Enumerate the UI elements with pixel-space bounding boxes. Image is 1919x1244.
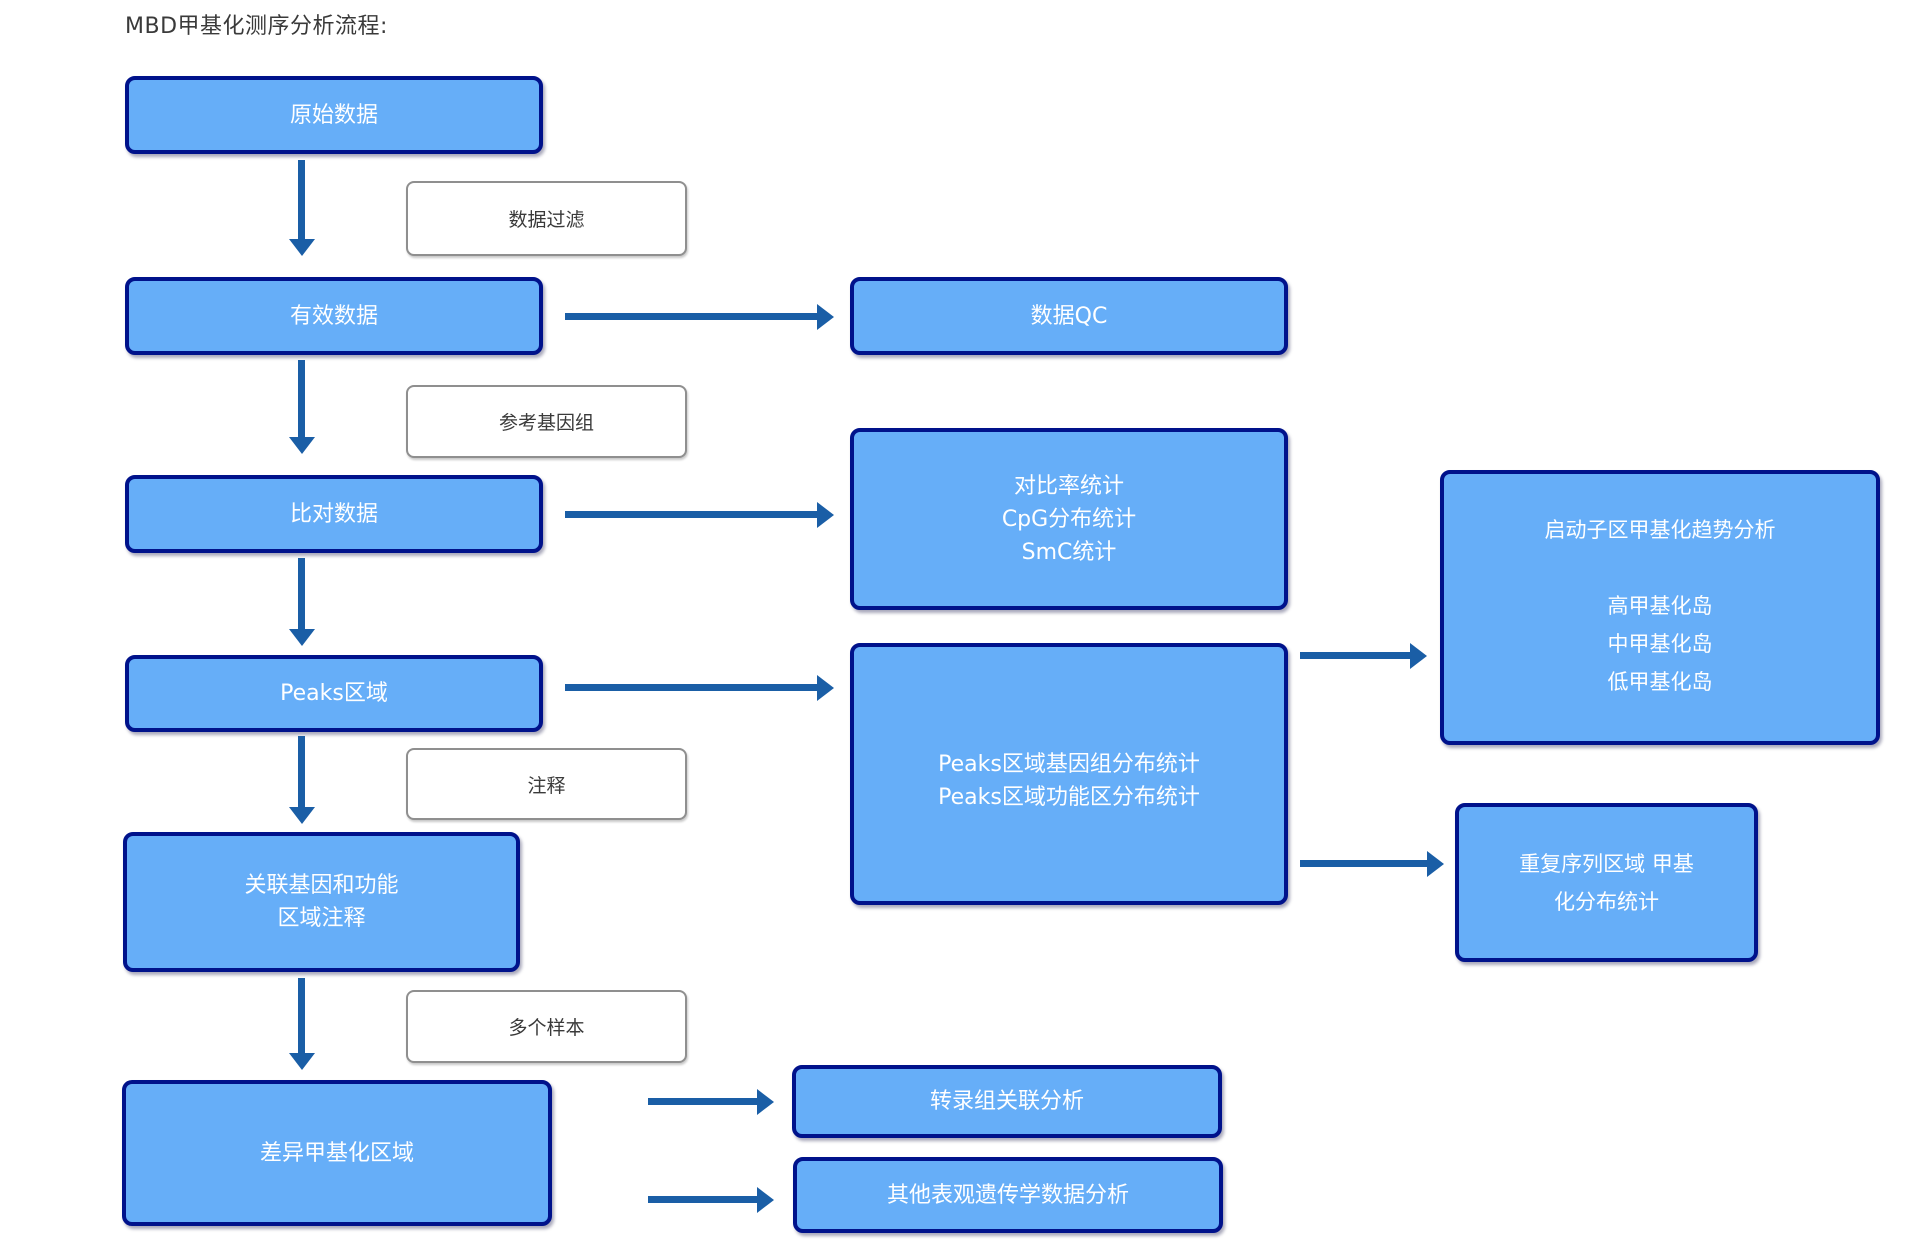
flowchart-title: MBD甲基化测序分析流程: [125,14,388,39]
box-other-epigenetics: 其他表观遗传学数据分析 [793,1157,1223,1233]
box-aligned-data: 比对数据 [125,475,543,553]
box-line: 低甲基化岛 [1607,670,1713,694]
arrow-down-peaks-to-annotation [298,736,305,808]
arrow-down-valid-to-aligned [298,360,305,438]
arrow-down-raw-to-valid [298,160,305,240]
box-raw-data: 原始数据 [125,76,543,154]
box-peaks-region: Peaks区域 [125,655,543,732]
arrow-right-aligned-to-stats [565,511,818,518]
box-repeat-region-methylation: 重复序列区域 甲基 化分布统计 [1455,803,1758,962]
box-promoter-methylation-trend: 启动子区甲基化趋势分析 高甲基化岛 中甲基化岛 低甲基化岛 [1440,470,1880,745]
box-peaks-distribution-stats: Peaks区域基因组分布统计 Peaks区域功能区分布统计 [850,643,1288,905]
box-line: CpG分布统计 [1001,506,1137,532]
box-line: 区域注释 [277,906,366,931]
arrow-right-distribution-to-repeat [1300,860,1428,867]
box-transcriptome-association: 转录组关联分析 [792,1065,1222,1138]
box-line: Peaks区域功能区分布统计 [938,785,1200,810]
box-valid-data: 有效数据 [125,277,543,355]
arrow-right-peaks-to-distribution [565,684,818,691]
box-differential-methylation-region: 差异甲基化区域 [122,1080,552,1226]
box-data-qc: 数据QC [850,277,1288,355]
box-line: 重复序列区域 甲基 [1519,851,1694,876]
edge-label-data-filter: 数据过滤 [406,181,687,256]
box-line: Peaks区域基因组分布统计 [938,752,1200,777]
edge-label-reference-genome: 参考基因组 [406,385,687,458]
box-line: 高甲基化岛 [1607,594,1713,618]
arrow-right-dmr-to-epigenetics [648,1196,758,1203]
box-line: 化分布统计 [1554,889,1659,914]
arrow-right-dmr-to-transcriptome [648,1098,758,1105]
box-gene-function-annotation: 关联基因和功能 区域注释 [123,832,520,972]
box-line: 关联基因和功能 [244,873,399,898]
box-line: 中甲基化岛 [1607,632,1713,656]
box-alignment-stats: 对比率统计 CpG分布统计 SmC统计 [850,428,1288,610]
edge-label-annotation: 注释 [406,748,687,820]
edge-label-multiple-samples: 多个样本 [406,990,687,1063]
arrow-down-annotation-to-dmr [298,978,305,1054]
arrow-right-valid-to-qc [565,313,818,320]
arrow-right-distribution-to-promoter [1300,652,1411,659]
box-line: 对比率统计 [1013,473,1124,499]
arrow-down-aligned-to-peaks [298,558,305,630]
box-line: SmC统计 [1021,539,1117,565]
box-line: 启动子区甲基化趋势分析 [1544,518,1776,542]
